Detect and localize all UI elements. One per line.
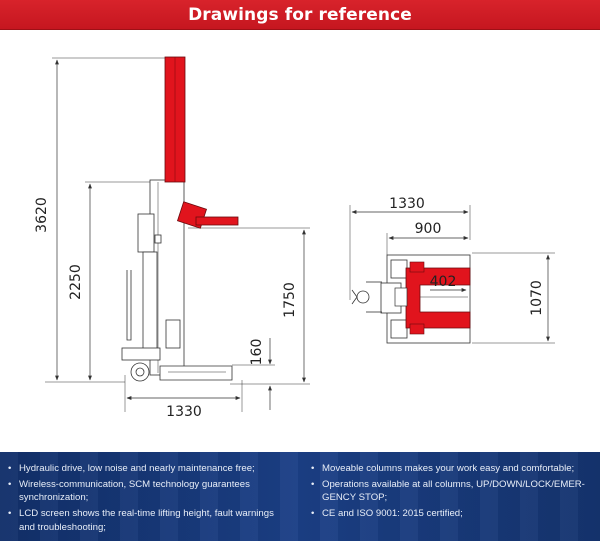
feature-item: Hydraulic drive, low noise and nearly ma… [8,462,283,476]
title-bar: Drawings for reference [0,0,600,30]
side-view-drawing [45,57,310,412]
dim-label-402: 402 [430,274,457,290]
lift-arms-top [394,261,471,335]
feature-item: Moveable columns makes your work easy an… [311,462,586,476]
top-view-dimensions [351,210,550,342]
features-panel: Hydraulic drive, low noise and nearly ma… [0,452,600,541]
features-left-column: Hydraulic drive, low noise and nearly ma… [8,462,283,537]
dim-label-160: 160 [249,339,265,366]
feature-item: Wireless-communication, SCM technology g… [8,478,283,505]
feature-item: LCD screen shows the real-time lifting h… [8,507,283,534]
technical-drawing: 3620 2250 1750 160 1330 1330 900 40 [34,56,555,420]
dim-label-1750: 1750 [282,282,298,318]
side-view-dimensions [55,59,306,410]
feature-item: CE and ISO 9001: 2015 certified; [311,507,586,521]
dim-label-2250: 2250 [68,264,84,300]
dim-label-900: 900 [415,221,442,237]
page-title: Drawings for reference [188,5,412,25]
features-right-column: Moveable columns makes your work easy an… [311,462,586,523]
lift-mast [164,56,239,229]
dim-label-1330-side: 1330 [166,404,202,420]
feature-item: Operations available at all columns, UP/… [311,478,586,505]
dim-label-3620: 3620 [34,197,50,233]
dim-label-1070: 1070 [529,280,545,316]
dim-label-1330-top: 1330 [389,196,425,212]
